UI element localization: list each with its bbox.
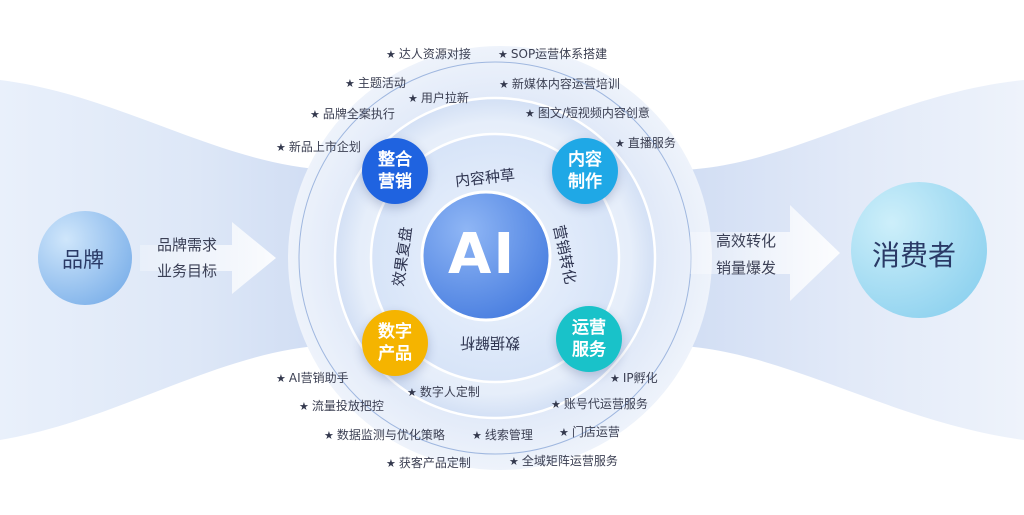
- ring-label-bottom: 数据解析: [460, 334, 521, 352]
- service-top-item: ★直播服务: [615, 136, 676, 150]
- node-operation-service[interactable]: 运营服务: [556, 306, 622, 372]
- node-content-production[interactable]: 内容制作: [552, 138, 618, 204]
- service-bottom-item: ★AI营销助手: [276, 371, 349, 385]
- service-top-item: ★品牌全案执行: [310, 107, 395, 121]
- star-icon: ★: [407, 386, 417, 399]
- service-bottom-item: ★IP孵化: [610, 371, 658, 385]
- star-icon: ★: [345, 77, 355, 90]
- node-digital-line1: 数字: [378, 322, 412, 342]
- service-bottom-item: ★流量投放把控: [299, 399, 384, 413]
- node-operation-line1: 运营: [572, 318, 606, 338]
- node-content-line2: 制作: [568, 172, 602, 192]
- star-icon: ★: [276, 141, 286, 154]
- star-icon: ★: [525, 107, 535, 120]
- node-digital-product[interactable]: 数字产品: [362, 310, 428, 376]
- star-icon: ★: [615, 137, 625, 150]
- service-top-item: ★新媒体内容运营培训: [499, 77, 620, 91]
- service-top-item: ★SOP运营体系搭建: [498, 47, 608, 61]
- brand-need-label: 品牌需求: [157, 236, 218, 254]
- result-line-2: 销量爆发: [716, 259, 777, 277]
- star-icon: ★: [310, 108, 320, 121]
- star-icon: ★: [408, 92, 418, 105]
- star-icon: ★: [386, 457, 396, 470]
- star-icon: ★: [324, 429, 334, 442]
- result-line-1: 高效转化: [716, 232, 777, 250]
- star-icon: ★: [499, 78, 509, 91]
- node-integrated-line1: 整合: [378, 150, 412, 170]
- node-operation-line2: 服务: [572, 340, 606, 360]
- brand-label: 品牌: [62, 248, 104, 272]
- service-top-item: ★主题活动: [345, 76, 406, 90]
- business-goal-label: 业务目标: [157, 262, 218, 280]
- service-bottom-item: ★数据监测与优化策略: [324, 428, 445, 442]
- star-icon: ★: [276, 372, 286, 385]
- service-top-item: ★用户拉新: [408, 91, 469, 105]
- service-bottom-item: ★账号代运营服务: [551, 397, 648, 411]
- service-bottom-item: ★门店运营: [559, 425, 620, 439]
- node-content-line1: 内容: [568, 150, 602, 170]
- star-icon: ★: [299, 400, 309, 413]
- service-bottom-item: ★获客产品定制: [386, 456, 471, 470]
- service-bottom-item: ★全域矩阵运营服务: [509, 454, 618, 468]
- node-digital-line2: 产品: [378, 344, 412, 364]
- consumer-label: 消费者: [872, 239, 957, 272]
- star-icon: ★: [509, 455, 519, 468]
- service-bottom-item: ★线索管理: [472, 428, 533, 442]
- service-top-item: ★达人资源对接: [386, 47, 471, 61]
- star-icon: ★: [559, 426, 569, 439]
- ai-core-label: AI: [448, 222, 517, 287]
- star-icon: ★: [498, 48, 508, 61]
- star-icon: ★: [386, 48, 396, 61]
- star-icon: ★: [551, 398, 561, 411]
- star-icon: ★: [610, 372, 620, 385]
- service-top-item: ★图文/短视频内容创意: [525, 106, 650, 120]
- node-integrated-marketing[interactable]: 整合营销: [362, 138, 428, 204]
- node-integrated-line2: 营销: [378, 172, 412, 192]
- service-bottom-item: ★数字人定制: [407, 385, 480, 399]
- star-icon: ★: [472, 429, 482, 442]
- service-top-item: ★新品上市企划: [276, 140, 361, 154]
